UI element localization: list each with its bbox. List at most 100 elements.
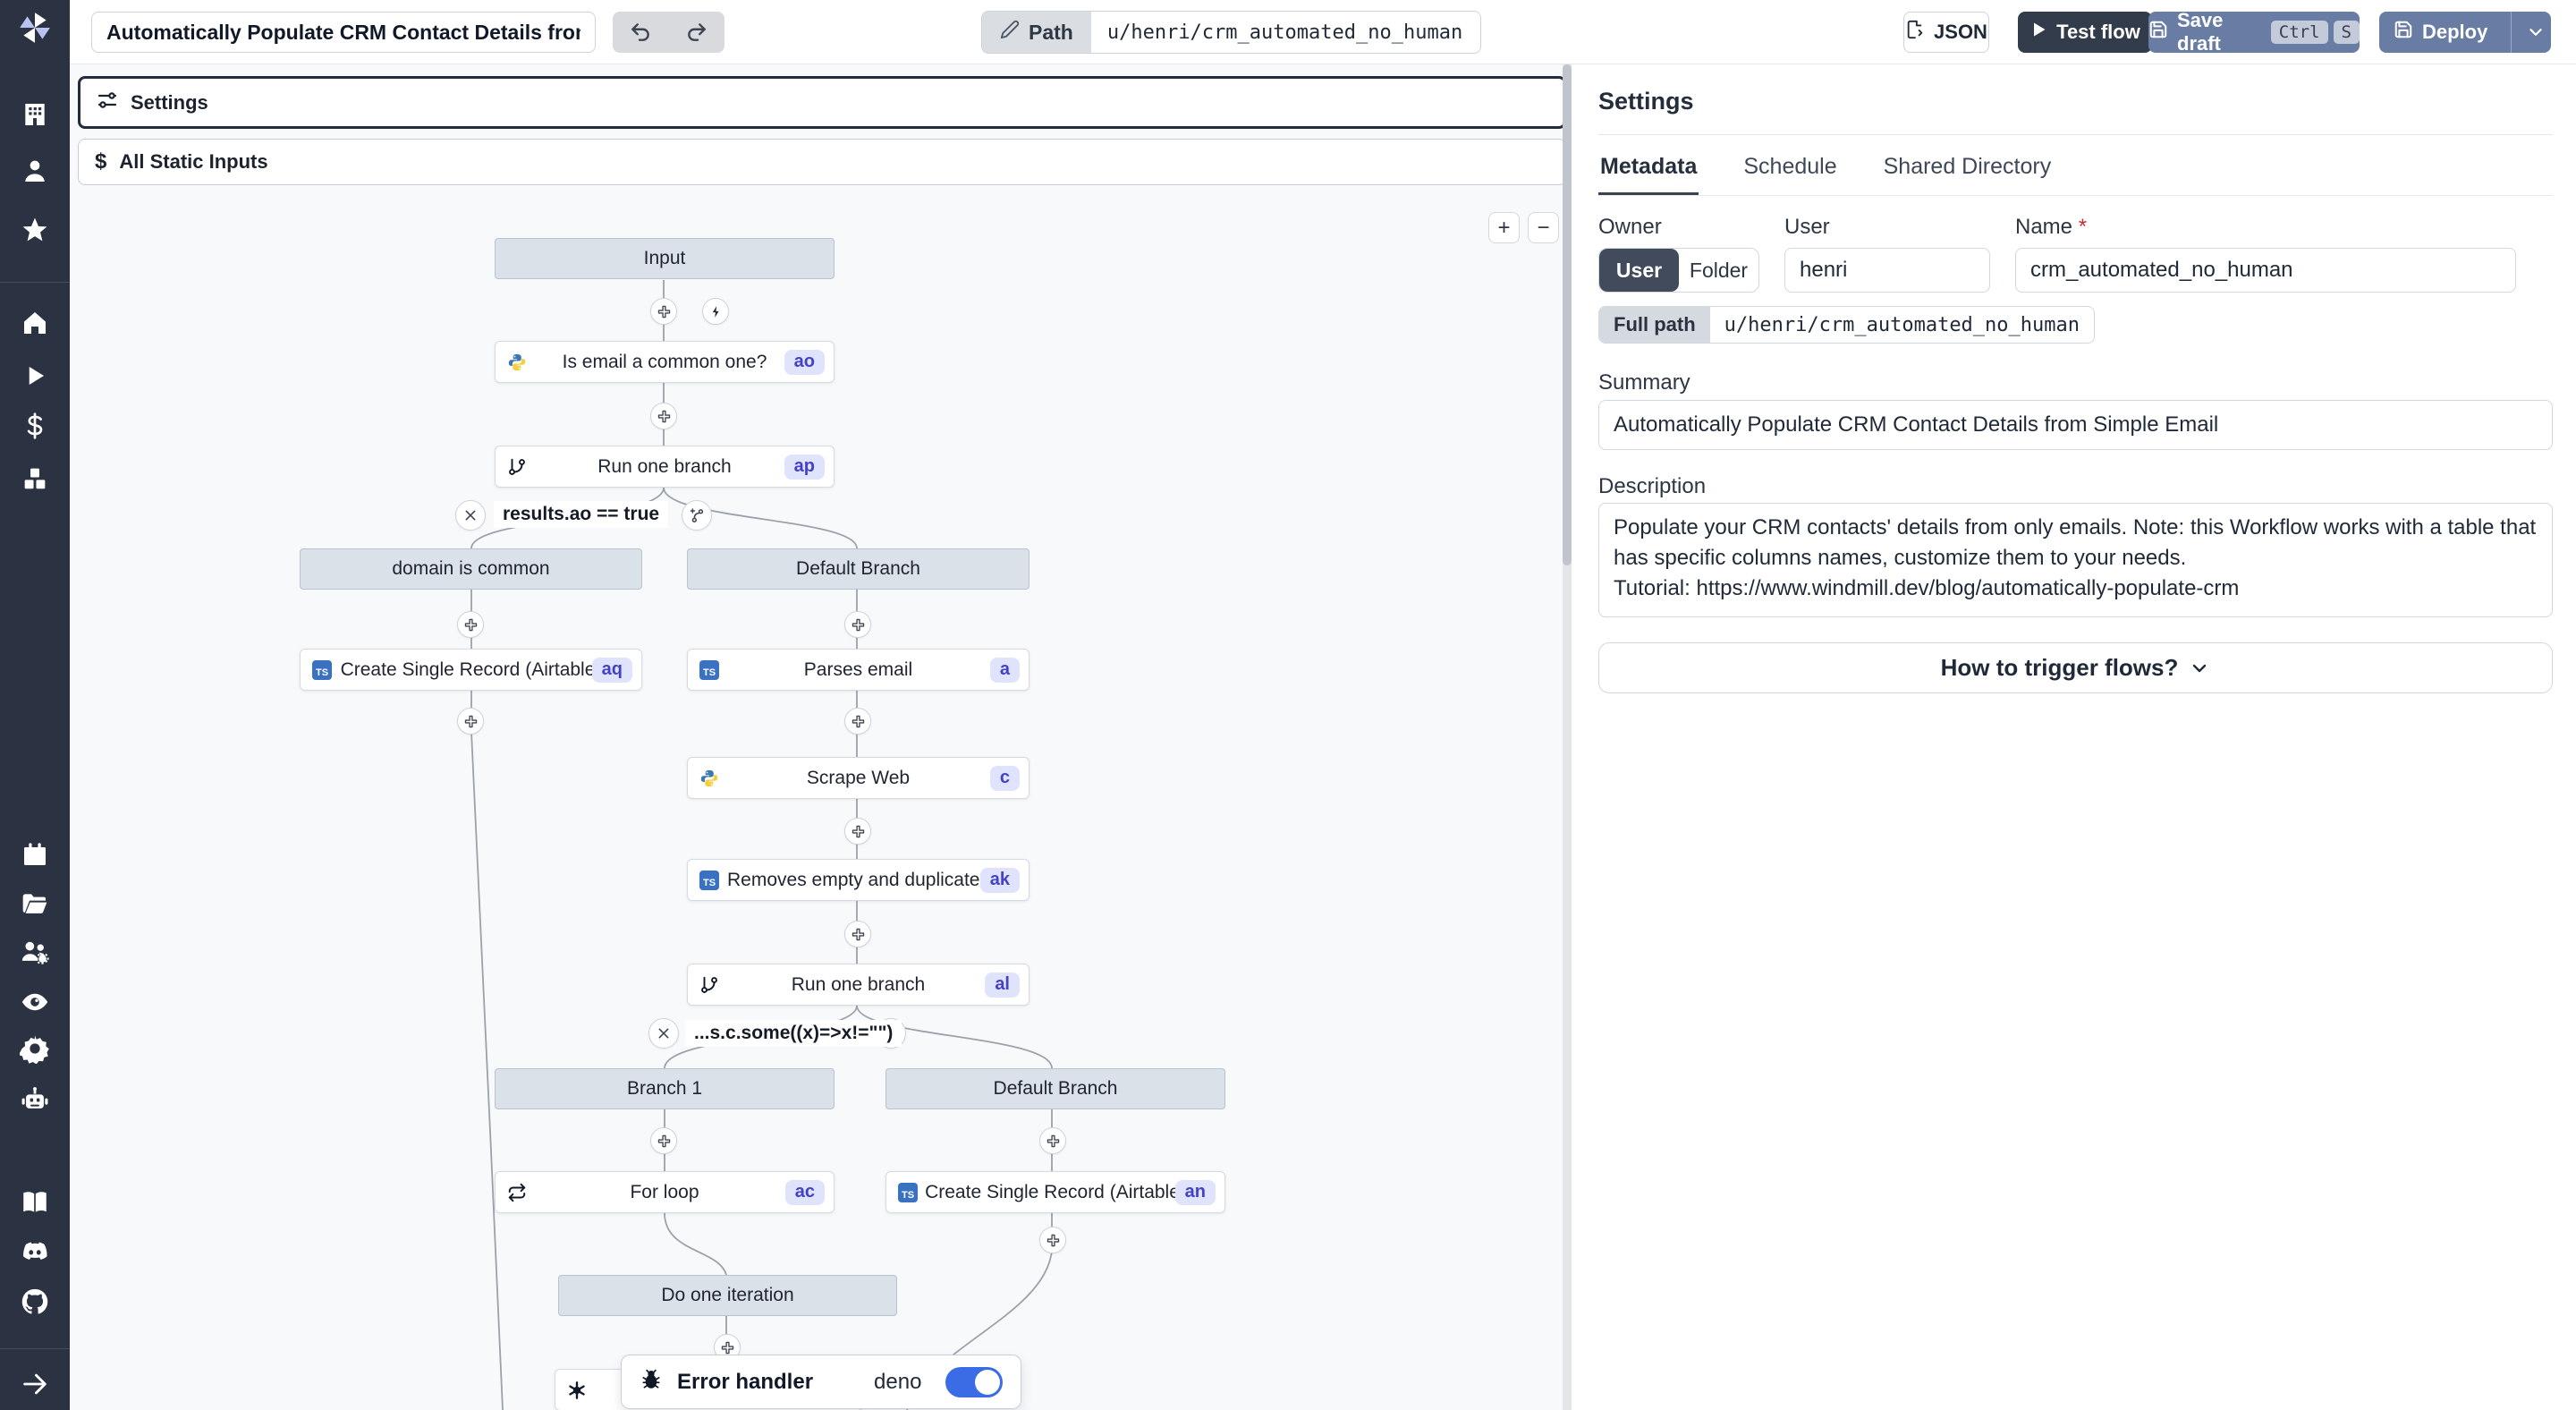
node-label: Run one branch — [597, 455, 732, 477]
node-label: Parses email — [803, 658, 913, 680]
tab-schedule[interactable]: Schedule — [1743, 154, 1837, 179]
zoom-in-button[interactable]: + — [1488, 212, 1520, 243]
branch-header-branch2-1[interactable]: Branch 1 — [495, 1068, 835, 1109]
canvas-scrollbar[interactable] — [1563, 64, 1572, 1410]
error-handler-runtime: deno — [874, 1369, 922, 1394]
redo-icon[interactable] — [669, 12, 725, 53]
add-step-button[interactable] — [844, 611, 871, 638]
path-field[interactable]: Path u/henri/crm_automated_no_human — [981, 11, 1482, 54]
play-icon — [2029, 21, 2047, 44]
save-icon — [2148, 20, 2168, 45]
test-flow-button[interactable]: Test flow — [2018, 12, 2152, 53]
owner-option-user[interactable]: User — [1599, 249, 1679, 292]
sidebar-calendar-icon[interactable] — [19, 838, 51, 871]
branch-header-input[interactable]: Input — [495, 238, 835, 279]
branch-header-iteration[interactable]: Do one iteration — [558, 1275, 897, 1316]
branch-header-branch2-default[interactable]: Default Branch — [886, 1068, 1225, 1109]
add-step-button[interactable] — [844, 708, 871, 735]
error-handler-toggle[interactable] — [945, 1366, 1003, 1397]
owner-label: Owner — [1598, 215, 1662, 239]
deploy-dropdown-button[interactable] — [2521, 12, 2551, 53]
summary-input[interactable] — [1598, 400, 2553, 450]
git-branch-icon — [507, 457, 527, 477]
kbd-s: S — [2333, 21, 2360, 44]
add-step-button[interactable] — [1039, 1127, 1066, 1154]
deploy-main[interactable]: Deploy — [2379, 12, 2502, 53]
sidebar-play-icon[interactable] — [19, 360, 51, 392]
node-label: For loop — [630, 1181, 699, 1202]
path-label: Path — [1029, 20, 1073, 44]
description-textarea[interactable] — [1598, 503, 2553, 617]
owner-option-folder[interactable]: Folder — [1689, 258, 1749, 282]
json-button-label: JSON — [1934, 21, 1987, 43]
user-input[interactable] — [1784, 248, 1990, 293]
name-input[interactable] — [2015, 248, 2516, 293]
node-id-badge: a — [989, 657, 1020, 683]
windmill-logo-icon[interactable] — [18, 11, 52, 45]
full-path-value: u/henri/crm_automated_no_human — [1724, 313, 2080, 336]
node-label: Branch 1 — [626, 1078, 703, 1099]
sidebar-folder-icon[interactable] — [19, 888, 51, 920]
sidebar-gear-icon[interactable] — [19, 1032, 51, 1065]
sidebar-user-icon[interactable] — [19, 155, 51, 187]
sidebar-book-icon[interactable] — [19, 1186, 51, 1219]
error-handler-panel[interactable]: Error handler deno — [621, 1355, 1021, 1409]
add-step-button[interactable] — [650, 298, 677, 325]
sidebar-building-icon[interactable] — [19, 98, 51, 131]
flow-node-ao[interactable]: Is email a common one?ao — [495, 341, 835, 383]
remove-branch-button[interactable] — [648, 1018, 679, 1049]
all-static-inputs-box[interactable]: $ All Static Inputs — [78, 139, 1563, 185]
branch-header-branch1-default[interactable]: Default Branch — [687, 548, 1030, 590]
node-label: Default Branch — [993, 1078, 1118, 1099]
sidebar-robot-icon[interactable] — [19, 1083, 51, 1116]
deploy-button[interactable]: Deploy — [2379, 12, 2551, 53]
sidebar-eye-icon[interactable] — [19, 986, 51, 1018]
sidebar-arrow-right-icon[interactable] — [19, 1368, 51, 1400]
add-step-button[interactable] — [457, 708, 484, 735]
node-id-badge: ap — [784, 454, 825, 480]
json-button[interactable]: JSON — [1903, 12, 1989, 53]
flow-title-input[interactable] — [91, 12, 596, 53]
add-step-button[interactable] — [650, 403, 677, 429]
sidebar-star-icon[interactable] — [19, 214, 51, 246]
flow-settings-box[interactable]: Settings — [78, 76, 1563, 129]
branch-header-branch1-head[interactable]: domain is common — [300, 548, 642, 590]
sidebar-discord-icon[interactable] — [19, 1236, 51, 1268]
node-label: Removes empty and duplicates — [727, 869, 989, 890]
flow-node-ap[interactable]: Run one branch ap — [495, 446, 835, 488]
tab-shared-directory[interactable]: Shared Directory — [1883, 154, 2052, 179]
pencil-icon — [1000, 20, 1020, 45]
sidebar-divider — [0, 1348, 70, 1349]
sidebar-users-gear-icon[interactable] — [19, 936, 51, 968]
how-to-trigger-flows-button[interactable]: How to trigger flows? — [1598, 642, 2553, 693]
remove-branch-button[interactable] — [455, 500, 486, 531]
sidebar-boxes-icon[interactable] — [19, 463, 51, 495]
zoom-out-button[interactable]: − — [1528, 212, 1559, 243]
add-step-button[interactable] — [650, 1127, 677, 1154]
sidebar-dollar-icon[interactable] — [19, 410, 51, 442]
node-label: Create Single Record (Airtable) — [340, 658, 602, 680]
tab-metadata[interactable]: Metadata — [1598, 147, 1699, 195]
add-branch-button[interactable] — [682, 500, 712, 531]
owner-toggle[interactable]: User Folder — [1598, 248, 1759, 293]
add-step-button[interactable] — [1039, 1227, 1066, 1253]
path-value: u/henri/crm_automated_no_human — [1090, 12, 1481, 53]
undo-icon[interactable] — [613, 12, 669, 53]
add-step-button[interactable] — [844, 818, 871, 845]
trigger-bolt-button[interactable] — [702, 298, 729, 325]
add-step-button[interactable] — [457, 611, 484, 638]
description-label: Description — [1598, 474, 1707, 498]
sidebar-home-icon[interactable] — [19, 307, 51, 339]
scrollbar-thumb[interactable] — [1563, 64, 1572, 565]
add-step-button[interactable] — [844, 921, 871, 947]
sidebar-github-icon[interactable] — [19, 1286, 51, 1318]
